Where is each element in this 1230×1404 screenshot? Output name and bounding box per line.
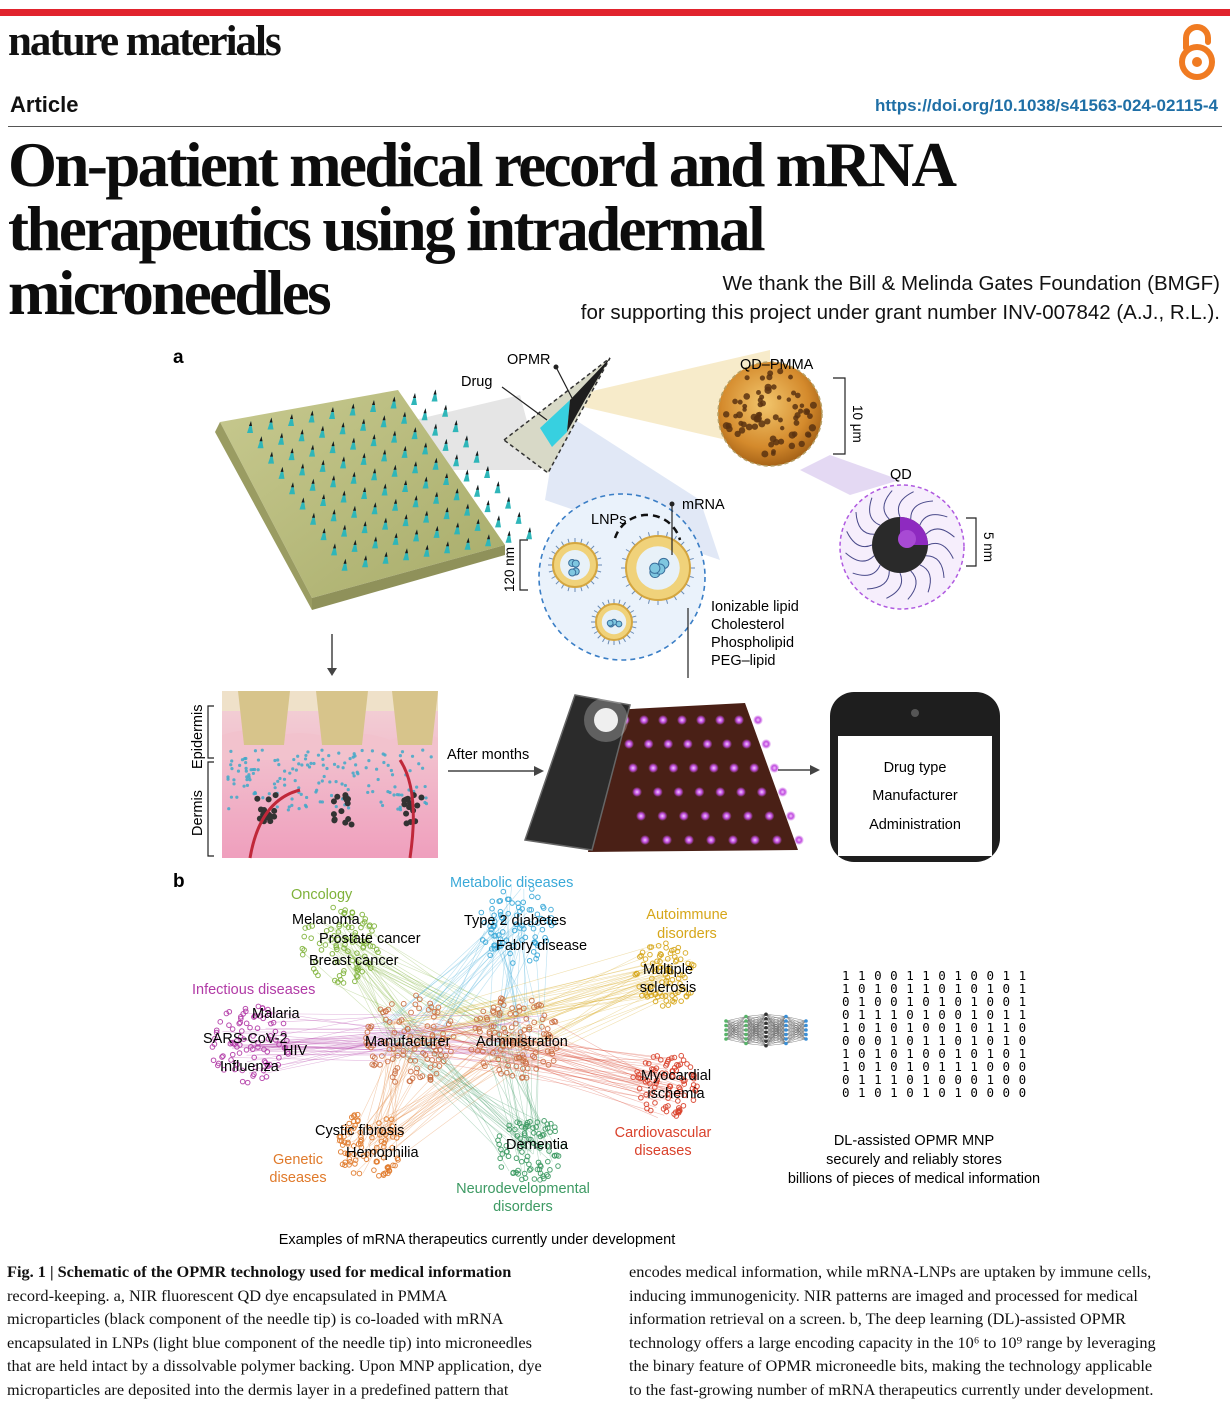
disease-mi-1: Myocardial: [641, 1068, 711, 1084]
group-infectious: Infectious diseases: [192, 982, 315, 998]
after-months-label: After months: [447, 747, 529, 763]
caption-left-line-5: that are held intact by a dissolvable po…: [7, 1354, 542, 1378]
microneedle: [495, 515, 501, 527]
group-neuro-1: Neurodevelopmental: [456, 1181, 590, 1197]
caption-right-line-2: inducing immunogenicity. NIR patterns ar…: [629, 1284, 1156, 1308]
disease-t2d: Type 2 diabetes: [464, 913, 566, 929]
dl-text-1: DL-assisted OPMR MNP: [834, 1133, 994, 1149]
phone-item-manufacturer: Manufacturer: [872, 788, 958, 804]
smartphone-display: [830, 692, 1000, 862]
disease-mi-2: ischemia: [647, 1086, 705, 1102]
qd-label: QD: [890, 467, 912, 483]
dermis-label: Dermis: [190, 790, 206, 836]
nir-imaging-scene: [525, 695, 804, 852]
microneedle: [464, 470, 470, 482]
drug-label: Drug: [461, 374, 492, 390]
lnp-component-4: PEG–lipid: [711, 653, 775, 669]
disease-hiv: HIV: [283, 1043, 308, 1059]
disease-ms-1: Multiple: [643, 962, 693, 978]
group-neuro-2: disorders: [493, 1199, 553, 1215]
disease-melanoma: Melanoma: [292, 912, 361, 928]
lnp-component-3: Phospholipid: [711, 635, 794, 651]
microneedle: [505, 497, 511, 509]
caption-right-line-1: encodes medical information, while mRNA-…: [629, 1260, 1156, 1284]
scale-10um-label: 10 μm: [850, 405, 865, 443]
caption-left-line-4: encapsulated in LNPs (light blue compone…: [7, 1331, 542, 1355]
quantum-dot: [840, 485, 964, 609]
disease-prostate: Prostate cancer: [319, 931, 421, 947]
disease-breast: Breast cancer: [309, 953, 399, 969]
disease-malaria: Malaria: [252, 1006, 300, 1022]
group-oncology: Oncology: [291, 887, 353, 903]
opmr-label: OPMR: [507, 352, 551, 368]
dl-text-2: securely and reliably stores: [826, 1152, 1002, 1168]
caption-left-column: Fig. 1 | Schematic of the OPMR technolog…: [7, 1260, 542, 1401]
microneedle: [411, 393, 417, 405]
group-genetic-2: diseases: [269, 1170, 326, 1186]
qd-pmma-label: QD–PMMA: [740, 357, 814, 373]
microneedle: [442, 405, 448, 417]
caption-right-column: encodes medical information, while mRNA-…: [629, 1260, 1156, 1401]
mrna-label: mRNA: [682, 497, 725, 513]
caption-right-line-4: technology offers a large encoding capac…: [629, 1331, 1156, 1355]
microneedle: [495, 481, 501, 493]
skin-cross-section: [222, 691, 438, 858]
caption-left-line-1: Fig. 1 | Schematic of the OPMR technolog…: [7, 1260, 542, 1284]
scale-5nm-label: 5 nm: [981, 532, 996, 562]
dl-text-3: billions of pieces of medical informatio…: [788, 1171, 1040, 1187]
disease-sars: SARS-CoV-2: [203, 1031, 288, 1047]
microneedle: [432, 390, 438, 402]
phone-item-administration: Administration: [869, 817, 961, 833]
disease-dementia: Dementia: [506, 1137, 569, 1153]
scale-120nm-label: 120 nm: [502, 547, 517, 592]
hub-administration: Administration: [476, 1034, 568, 1050]
lnp-component-1: Ionizable lipid: [711, 599, 799, 615]
microneedle: [526, 527, 532, 539]
microneedle: [485, 500, 491, 512]
caption-right-line-6: to the fast-growing number of mRNA thera…: [629, 1378, 1156, 1402]
qd-pmma-particle: [718, 362, 822, 466]
epidermis-label: Epidermis: [190, 705, 206, 769]
group-autoimmune-2: disorders: [657, 926, 717, 942]
microneedle: [506, 531, 512, 543]
hub-manufacturer: Manufacturer: [365, 1034, 451, 1050]
disease-ms-2: sclerosis: [640, 980, 696, 996]
binary-matrix: 1 1 0 0 1 1 0 1 0 0 1 11 0 1 0 1 1 0 1 0…: [842, 968, 1027, 1100]
binary-row: 0 1 0 1 0 1 0 1 0 0 0 0: [842, 1085, 1027, 1100]
panel-a-label: a: [173, 347, 184, 368]
caption-left-line-3: microparticles (black component of the n…: [7, 1307, 542, 1331]
microneedle: [516, 512, 522, 524]
microneedle: [474, 485, 480, 497]
panel-b-label: b: [173, 871, 185, 892]
group-cardio-2: diseases: [634, 1143, 691, 1159]
phone-item-drug-type: Drug type: [884, 760, 947, 776]
examples-caption: Examples of mRNA therapeutics currently …: [279, 1232, 676, 1248]
lnps-label: LNPs: [591, 512, 626, 528]
caption-right-line-3: information retrieval on a screen. b, Th…: [629, 1307, 1156, 1331]
disease-cf: Cystic fibrosis: [315, 1123, 404, 1139]
disease-fabry: Fabry disease: [496, 938, 587, 954]
caption-right-line-5: the binary feature of OPMR microneedle b…: [629, 1354, 1156, 1378]
group-cardio-1: Cardiovascular: [615, 1125, 712, 1141]
caption-left-line-2: record-keeping. a, NIR fluorescent QD dy…: [7, 1284, 542, 1308]
group-genetic-1: Genetic: [273, 1152, 323, 1168]
neural-network-icon: [724, 1012, 808, 1047]
group-metabolic: Metabolic diseases: [450, 875, 573, 891]
microneedle: [422, 408, 428, 420]
disease-hemophilia: Hemophilia: [346, 1145, 419, 1161]
disease-influenza: Influenza: [220, 1059, 280, 1075]
lnp-component-2: Cholesterol: [711, 617, 784, 633]
group-autoimmune-1: Autoimmune: [646, 907, 727, 923]
caption-left-line-6: microparticles are deposited into the de…: [7, 1378, 542, 1402]
